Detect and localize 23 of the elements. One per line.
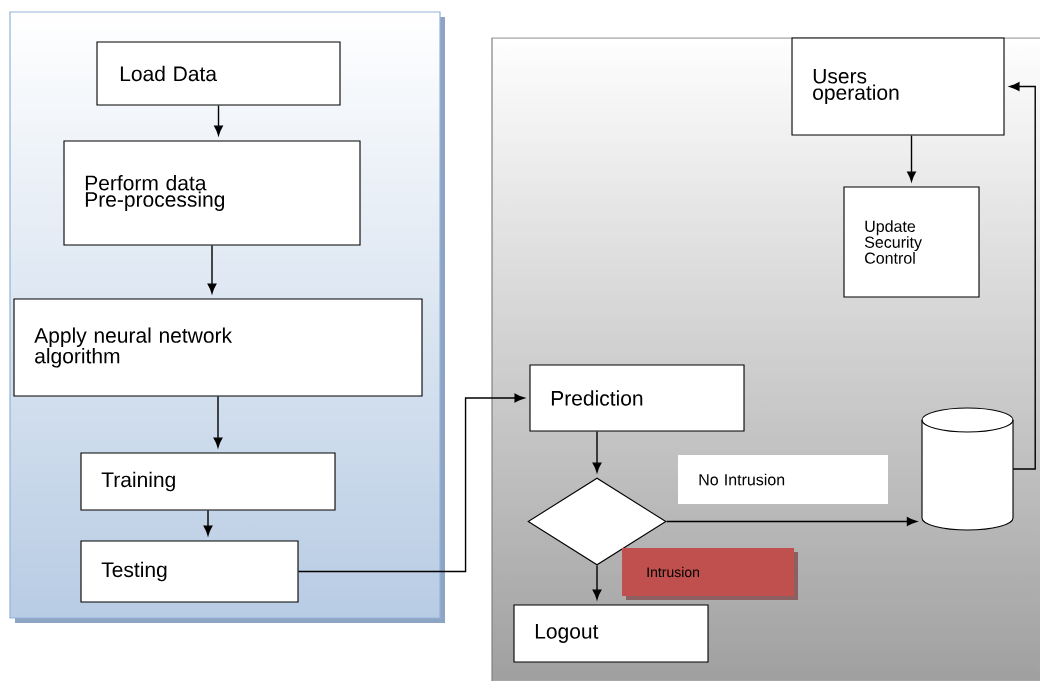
process-box: Prediction: [529, 364, 745, 432]
arrow: [203, 509, 213, 536]
database-cylinder: [921, 407, 1014, 531]
process-box: Users operation: [791, 37, 1005, 136]
arrow: [214, 104, 223, 136]
arrow: [1009, 82, 1036, 470]
status-label: Intrusion: [622, 548, 798, 600]
arrow: [297, 393, 525, 573]
process-box: Perform data Pre-processing: [63, 140, 361, 246]
arrow: [665, 517, 917, 526]
arrow: [213, 395, 223, 448]
process-box: Update Security Control: [843, 186, 980, 298]
process-box: Logout: [513, 604, 709, 663]
decision-diamond: [527, 477, 667, 566]
arrow: [592, 430, 602, 473]
process-box: Apply neural network algorithm: [13, 298, 423, 397]
process-box: Load Data: [96, 41, 341, 106]
process-box: Training: [80, 452, 336, 511]
arrow: [907, 134, 916, 182]
arrow: [207, 244, 217, 294]
arrow: [592, 564, 602, 600]
status-label: No Intrusion: [678, 455, 888, 504]
process-box: Testing: [80, 540, 299, 603]
